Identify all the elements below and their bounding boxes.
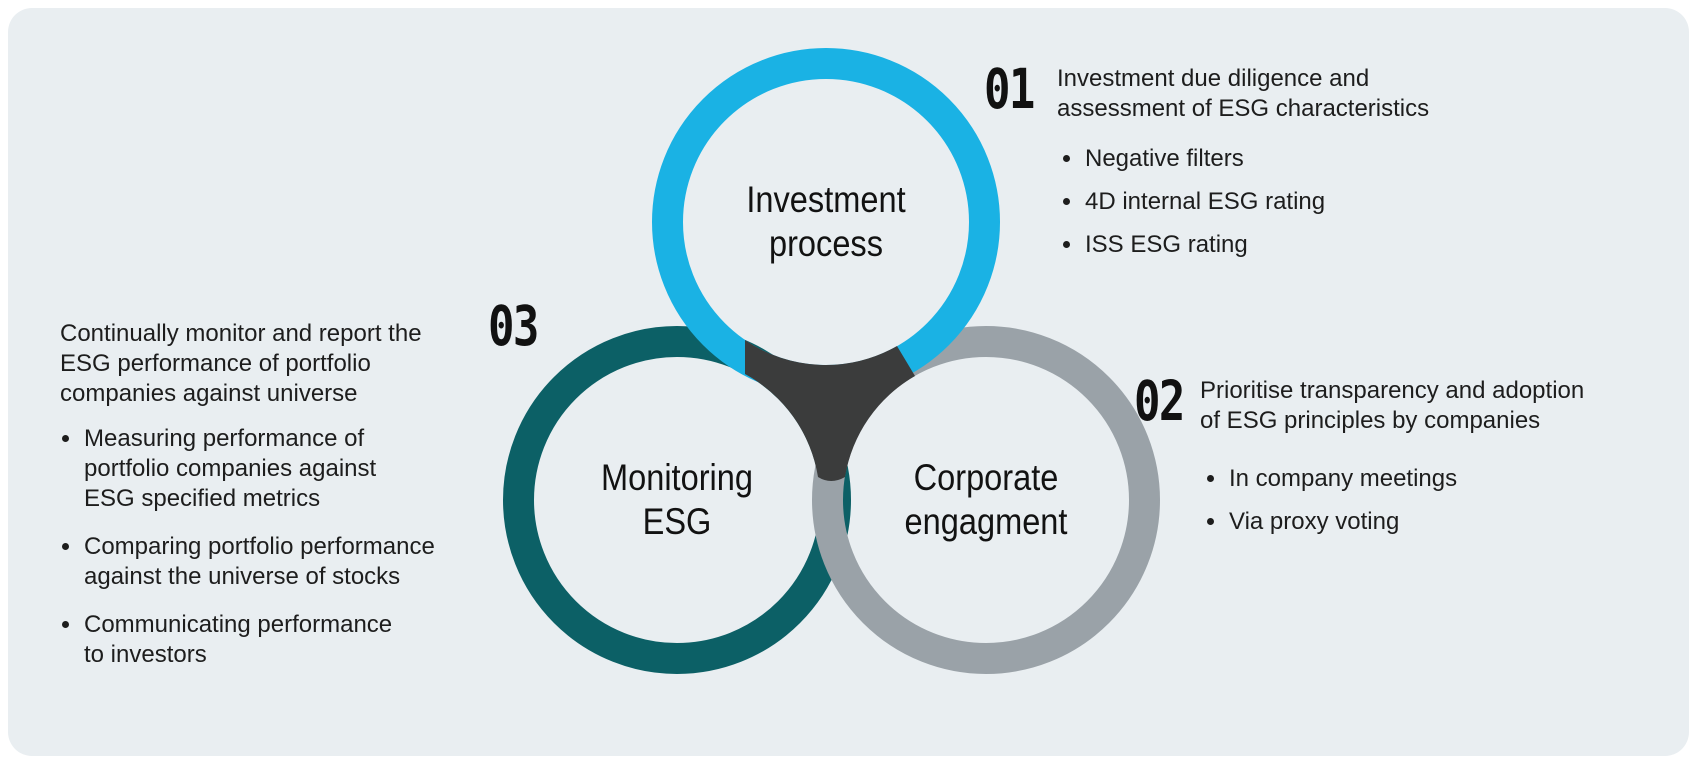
bullet-text: Negative filters [1085,145,1244,172]
bullet-text: against the universe of stocks [84,563,401,590]
heading-line: assessment of ESG characteristics [1057,95,1430,122]
heading-line: Continually monitor and report the [60,320,422,347]
heading-line: companies against universe [60,380,358,407]
label-line: engagment [904,501,1068,542]
bullet-text: to investors [84,641,207,668]
bullet-dot [1063,241,1070,248]
list-item: Measuring performance of portfolio compa… [62,424,435,514]
bullet-dot [62,621,69,628]
bullet-dot [1063,155,1070,162]
list-item: 4D internal ESG rating [1063,187,1325,217]
heading-line: of ESG principles by companies [1200,407,1541,434]
bullet-dot [1207,475,1214,482]
bullet-dot [1207,518,1214,525]
label-line: Investment [746,179,906,220]
bullet-dot [62,435,69,442]
step-03-bullets: Measuring performance of portfolio compa… [62,424,435,688]
step-02-number: 02 [1134,369,1185,433]
label-line: process [768,223,884,264]
bullet-dot [62,543,69,550]
bullet-dot [1063,198,1070,205]
investment-process-label: Investment process [746,178,905,266]
step-01-number: 01 [984,57,1035,121]
step-03-heading: Continually monitor and report the ESG p… [60,319,422,409]
label-line: ESG [642,501,712,542]
step-02-bullets: In company meetings Via proxy voting [1207,464,1457,550]
bullet-text: ISS ESG rating [1085,231,1248,258]
corporate-engagement-label: Corporate engagment [905,456,1068,544]
bullet-text: Measuring performance of [84,425,365,452]
monitoring-esg-label: Monitoring ESG [601,456,753,544]
bullet-text: portfolio companies against [84,455,377,482]
list-item: ISS ESG rating [1063,230,1325,260]
step-02-heading: Prioritise transparency and adoption of … [1200,376,1584,436]
center-dark-shape [745,340,915,481]
bullet-text: In company meetings [1229,465,1458,492]
step-01-bullets: Negative filters 4D internal ESG rating … [1063,144,1325,273]
heading-line: ESG performance of portfolio [60,350,371,377]
corporate-engagement-ring [812,326,1160,674]
list-item: Comparing portfolio performance against … [62,532,435,592]
bullet-text: ESG specified metrics [84,485,321,512]
bullet-text: 4D internal ESG rating [1085,188,1326,215]
heading-line: Prioritise transparency and adoption [1200,377,1585,404]
list-item: Communicating performance to investors [62,610,435,670]
list-item: Via proxy voting [1207,507,1457,537]
bullet-text: Comparing portfolio performance [84,533,435,560]
heading-line: Investment due diligence and [1057,65,1370,92]
list-item: Negative filters [1063,144,1325,174]
list-item: In company meetings [1207,464,1457,494]
label-line: Corporate [913,457,1059,498]
label-line: Monitoring [600,457,754,498]
step-03-number: 03 [488,294,539,358]
step-01-heading: Investment due diligence and assessment … [1057,64,1429,124]
bullet-text: Via proxy voting [1229,508,1400,535]
bullet-text: Communicating performance [84,611,393,638]
